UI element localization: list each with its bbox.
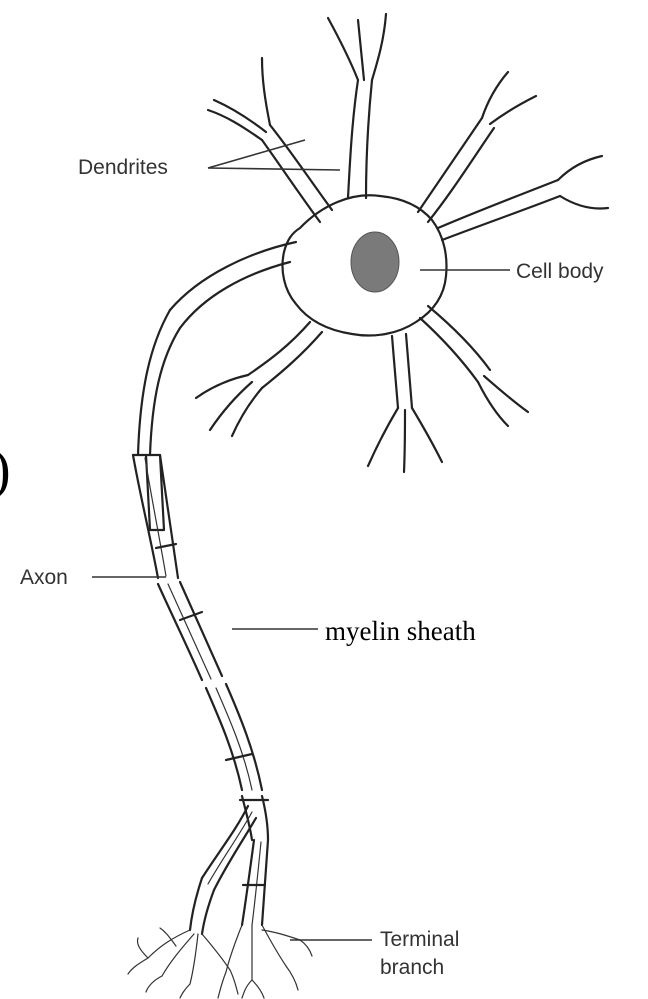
label-branch: branch (380, 956, 444, 979)
nucleus (351, 232, 399, 292)
label-axon: Axon (20, 566, 68, 589)
label-dendrites: Dendrites (78, 156, 168, 179)
terminal-branches (128, 925, 312, 998)
label-cell-body: Cell body (516, 260, 604, 283)
edge-parenthesis: ) (0, 439, 11, 501)
axon (138, 310, 180, 455)
myelin-sheath (133, 455, 268, 840)
label-terminal: Terminal (380, 928, 459, 951)
label-myelin-sheath: myelin sheath (325, 616, 476, 646)
axon-branches (190, 806, 268, 934)
